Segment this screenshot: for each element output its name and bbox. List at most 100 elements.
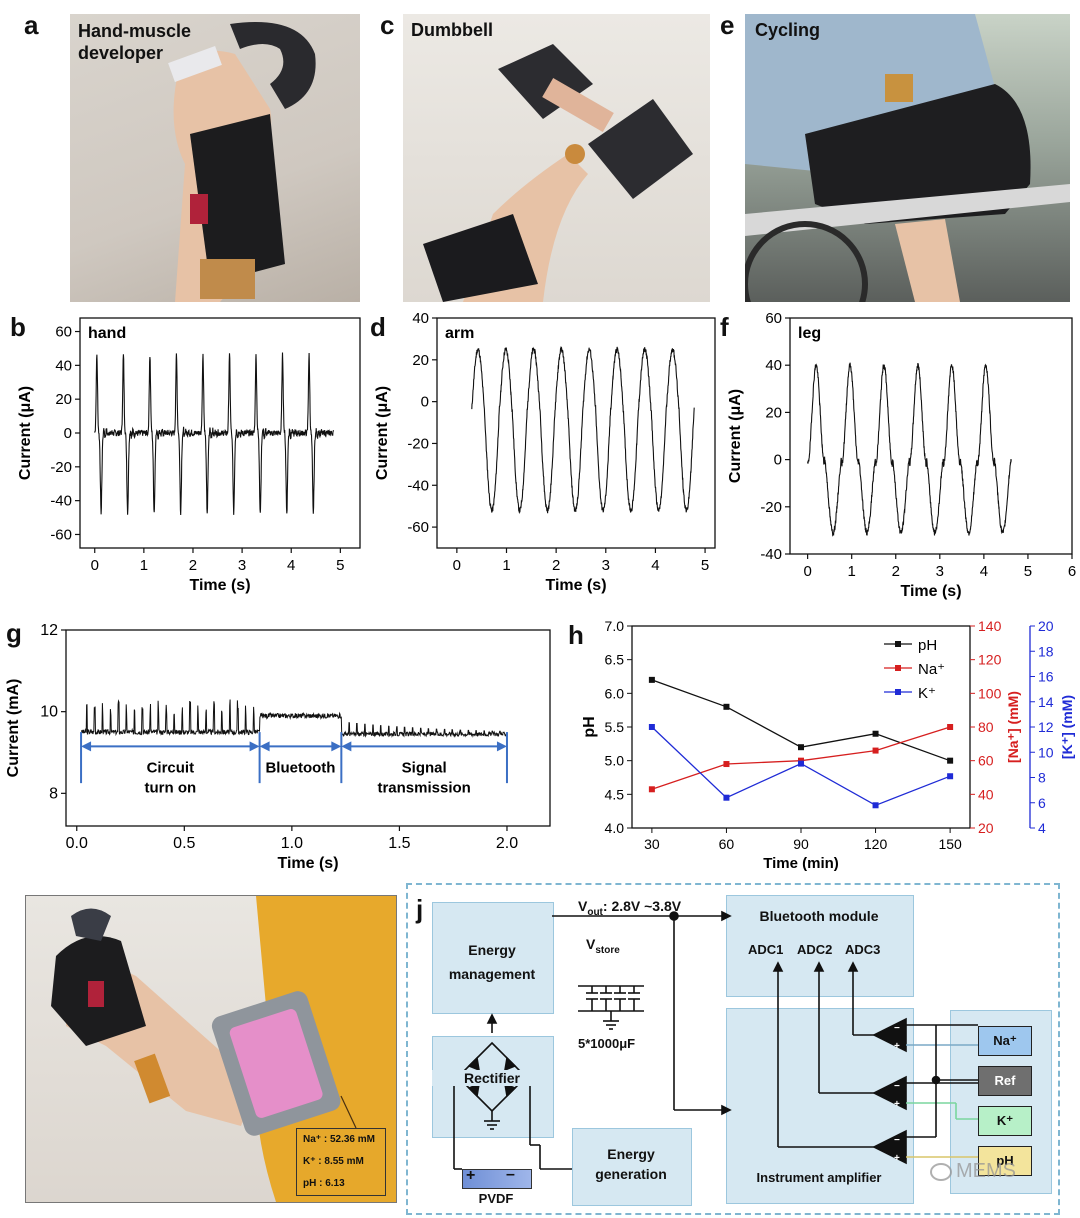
plot-frame <box>436 317 716 549</box>
x-axis-label: Time (s) <box>189 577 250 594</box>
photo-dumbbell: Dumbbell <box>403 14 710 302</box>
x-tick-label: 2.0 <box>496 835 518 852</box>
watermark-icon <box>930 1162 952 1181</box>
x-tick-label: 150 <box>938 836 962 852</box>
y3-tick-label: 4 <box>1038 820 1046 836</box>
legend-marker <box>895 641 901 647</box>
data-point <box>872 747 879 754</box>
electrode-ph: pH <box>978 1146 1032 1176</box>
y3-tick-label: 10 <box>1038 744 1054 760</box>
panel-letter-c: c <box>380 10 395 40</box>
svg-text:−: − <box>894 1081 900 1092</box>
panel-letter-d: d <box>370 312 386 342</box>
diagram-j-frame <box>406 883 1060 1215</box>
segment-label: turn on <box>145 779 197 796</box>
photo-wearable-system: Na⁺ : 52.36 mM K⁺ : 8.55 mM pH : 6.13 <box>25 895 397 1203</box>
photo-dumbbell-illustration <box>423 44 693 302</box>
pvdf-label: PVDF <box>478 1191 514 1206</box>
chart-label: hand <box>88 325 126 342</box>
y-tick-label: -40 <box>50 493 72 510</box>
photo-e-caption: Cycling <box>755 20 821 40</box>
plot-frame <box>631 625 971 829</box>
x-axis-label: Time (s) <box>277 855 338 872</box>
x-tick-label: 3 <box>238 557 246 574</box>
x-tick-label: 3 <box>936 563 944 580</box>
y2-tick-label: 20 <box>978 820 994 836</box>
bluetooth-module-label: Bluetooth module <box>759 908 879 924</box>
y-axis-label: Current (mA) <box>5 679 22 778</box>
y-tick-label: 40 <box>765 357 782 374</box>
series-line <box>80 699 508 738</box>
panel-letter-f: f <box>720 312 729 342</box>
vout-label: Vout: 2.8V ~3.8V <box>578 898 682 918</box>
x-tick-label: 2 <box>892 563 900 580</box>
y2-tick-label: 60 <box>978 753 994 769</box>
readout-ph: pH : 6.13 <box>303 1178 345 1189</box>
segment-arrowhead <box>249 741 260 752</box>
y3-tick-label: 8 <box>1038 770 1046 786</box>
photo-a-caption: Hand-muscle developer <box>78 21 192 63</box>
instrument-amplifier-label: Instrument amplifier <box>756 1170 882 1185</box>
electrode-k: K⁺ <box>978 1106 1032 1136</box>
pvdf-plus: + <box>466 1167 476 1184</box>
y3-tick-label: 6 <box>1038 795 1046 811</box>
x-tick-label: 1 <box>502 557 510 574</box>
pvdf-element <box>462 1169 532 1189</box>
data-point <box>872 730 879 737</box>
y-axis-label: Current (μA) <box>17 386 34 480</box>
y-tick-label: -60 <box>407 519 429 536</box>
x-tick-label: 5 <box>701 557 709 574</box>
diagram-j-wiring: −+ −+ −+ <box>453 910 978 1170</box>
x-tick-label: 2 <box>552 557 560 574</box>
data-point <box>798 744 804 751</box>
data-point <box>723 794 730 801</box>
y-tick-label: 20 <box>412 352 429 369</box>
bluetooth-module-box <box>726 895 914 997</box>
y-tick-label: 6.5 <box>605 652 625 668</box>
y-tick-label: 20 <box>55 391 72 408</box>
legend-marker <box>895 689 901 695</box>
segment-arrowhead <box>259 741 270 752</box>
x-axis-label: Time (s) <box>900 583 961 600</box>
x-tick-label: 1 <box>140 557 148 574</box>
y2-axis-label: [Na⁺] (mM) <box>1005 691 1021 763</box>
chart-label: arm <box>445 325 474 342</box>
x-tick-label: 0 <box>91 557 99 574</box>
y-tick-label: -20 <box>50 459 72 476</box>
y-tick-label: 12 <box>40 622 58 639</box>
y-tick-label: 7.0 <box>605 618 625 634</box>
segment-label: Signal <box>402 759 447 776</box>
photo-hand-illustration <box>168 22 316 302</box>
series-line <box>94 352 335 516</box>
y-tick-label: 4.0 <box>605 820 625 836</box>
x-tick-label: 0 <box>803 563 811 580</box>
segment-arrowhead <box>331 741 342 752</box>
y-tick-label: -20 <box>760 499 782 516</box>
data-point <box>648 786 655 793</box>
photo-cycling: Cycling <box>745 14 1070 302</box>
data-point <box>947 773 954 780</box>
y-tick-label: -60 <box>50 526 72 543</box>
plot-frame <box>789 317 1073 555</box>
y3-tick-label: 16 <box>1038 669 1054 685</box>
adc3-label: ADC3 <box>845 942 881 957</box>
x-tick-label: 0.5 <box>173 835 195 852</box>
y-tick-label: 6.0 <box>605 685 625 701</box>
energy-generation-box <box>572 1128 692 1206</box>
y-tick-label: 5.0 <box>605 753 625 769</box>
adc1-label: ADC1 <box>748 942 784 957</box>
x-tick-label: 4 <box>980 563 988 580</box>
y-tick-label: -40 <box>407 477 429 494</box>
data-point <box>723 703 730 710</box>
y-tick-label: 0 <box>421 394 429 411</box>
energy-management-label: Energy management <box>448 942 536 982</box>
photo-c-caption: Dumbbell <box>411 20 494 40</box>
instrument-amplifier-box <box>726 1008 914 1204</box>
energy-generation-label: Energy generation <box>595 1146 667 1182</box>
data-point <box>723 761 730 768</box>
segment-label: Bluetooth <box>265 759 335 776</box>
panel-letter-b: b <box>10 312 26 342</box>
x-tick-label: 5 <box>1024 563 1032 580</box>
x-tick-label: 0.0 <box>66 835 88 852</box>
